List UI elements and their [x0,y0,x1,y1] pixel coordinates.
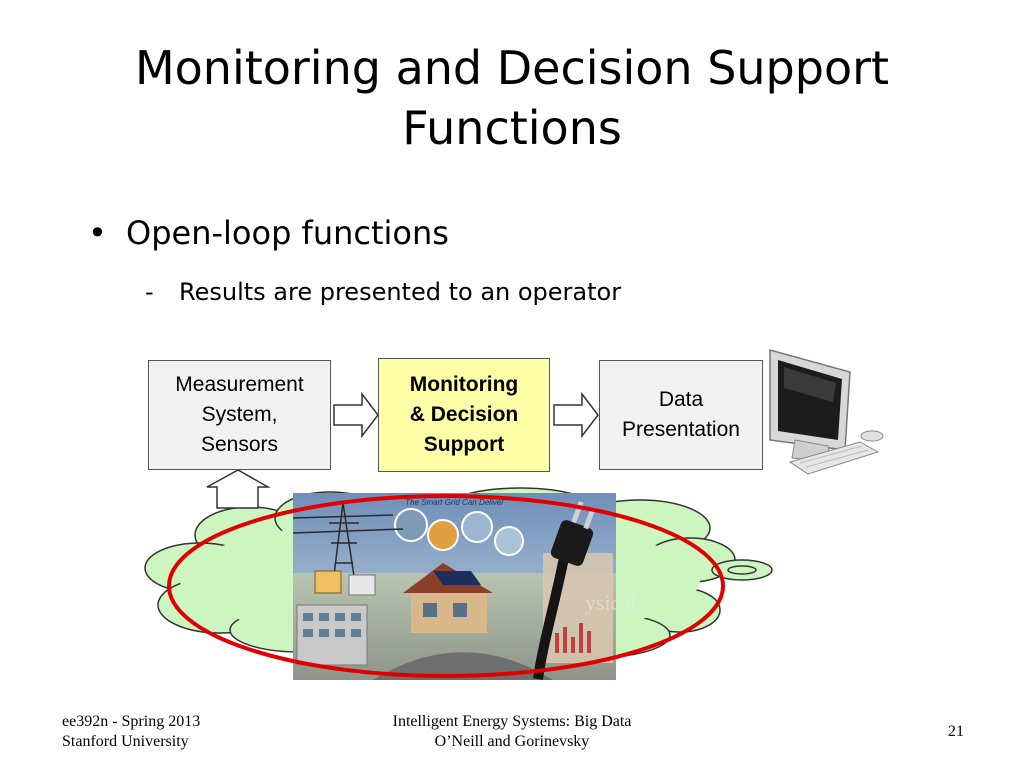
arrow-right-icon [333,391,379,439]
bullet-item: • Open-loop functions [88,214,449,252]
monitoring-decision-support-box: Monitoring & Decision Support [378,358,550,472]
power-plug-icon [533,500,596,680]
bullet-text: Open-loop functions [126,214,449,252]
highlight-ellipse [167,494,725,678]
slide-title-line1: Monitoring and Decision Support [134,41,890,95]
mouse-icon [860,430,884,442]
computer-monitor-icon [769,349,851,463]
presentation-box-line1: Data [658,388,704,411]
arrow-right-icon [553,391,599,439]
slide-title-line2: Functions [402,101,622,155]
measurement-box-line2: System, [201,403,278,426]
sub-bullet-dash: - [145,278,154,306]
keyboard-icon [788,441,880,475]
footer-title-line1: Intelligent Energy Systems: Big Data [392,713,632,730]
measurement-box-line1: Measurement [175,373,304,396]
bullet-symbol: • [88,214,107,252]
arrow-up-icon [206,469,271,509]
cloud-puff-small [711,559,773,581]
sub-bullet-item: -Results are presented to an operator [145,278,621,306]
footer-course-line1: ee392n - Spring 2013 [62,713,201,730]
footer-title: Intelligent Energy Systems: Big Data O’N… [340,712,684,752]
measurement-box-line3: Sensors [200,433,279,456]
footer-course: ee392n - Spring 2013 Stanford University [62,712,200,752]
footer-course-line2: Stanford University [62,733,189,750]
sub-bullet-text: Results are presented to an operator [179,278,622,306]
monitoring-box-line3: Support [423,433,505,456]
page-number: 21 [948,723,964,740]
smart-grid-image [293,493,616,680]
footer-title-line2: O’Neill and Gorinevsky [434,733,590,750]
monitoring-box-line2: & Decision [409,403,519,426]
slide-title: Monitoring and Decision Support Function… [60,38,964,158]
monitoring-box-line1: Monitoring [409,373,519,396]
smart-grid-caption: The Smart Grid Can Deliver [405,498,504,507]
physical-system-label: ysical [585,590,637,615]
data-presentation-box: Data Presentation [599,360,763,470]
presentation-box-line2: Presentation [622,418,740,441]
measurement-system-box: Measurement System, Sensors [148,360,331,470]
